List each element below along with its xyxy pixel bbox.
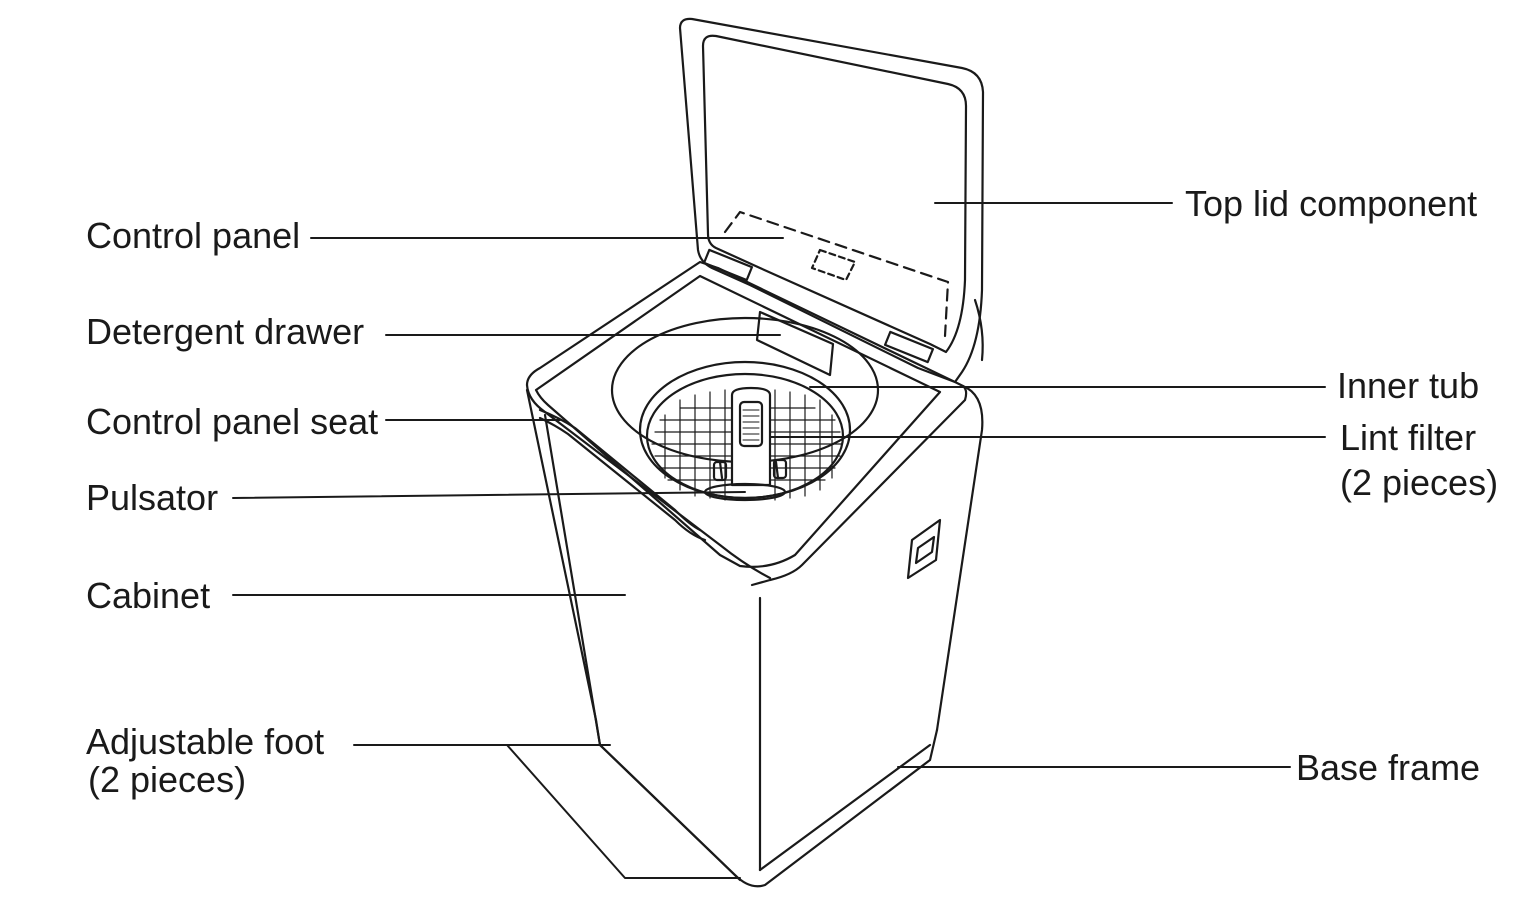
control-panel-label: Control panel: [86, 215, 301, 256]
top-lid: [678, 17, 985, 384]
base-frame: [594, 718, 939, 888]
base-frame-label: Base frame: [1296, 747, 1481, 788]
adjustable-foot-quantity: (2 pieces): [88, 759, 247, 800]
leader-lines: [232, 202, 1326, 879]
control-panel-seat-label: Control panel seat: [86, 401, 379, 442]
top-lid-component-label: Top lid component: [1185, 183, 1478, 224]
cabinet: [525, 298, 984, 872]
top-deck: [525, 260, 968, 587]
lint-filter-quantity: (2 pieces): [1340, 462, 1499, 503]
pulsator-label: Pulsator: [86, 477, 219, 518]
adjustable-foot-label: Adjustable foot: [86, 721, 325, 762]
detergent-drawer: [755, 310, 835, 377]
leader-adjustable-foot: [353, 744, 741, 879]
leader-pulsator: [232, 491, 746, 499]
inner-tub: [610, 316, 880, 502]
detergent-drawer-label: Detergent drawer: [86, 311, 365, 352]
lint-filter-label: Lint filter: [1340, 417, 1477, 458]
cabinet-label: Cabinet: [86, 575, 211, 616]
inner-tub-label: Inner tub: [1337, 365, 1480, 406]
